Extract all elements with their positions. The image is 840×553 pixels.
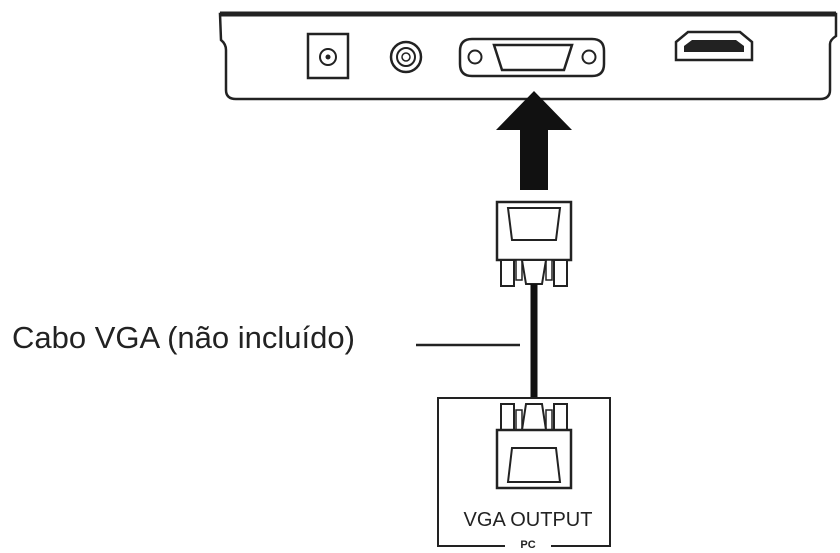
cable-label: Cabo VGA (não incluído) [12, 320, 355, 355]
power-dc-jack-icon [306, 32, 350, 80]
vga-cable-plug-icon [495, 200, 573, 287]
vga-output-label: VGA OUTPUT [463, 509, 593, 531]
insert-arrow-icon [496, 91, 572, 190]
vga-port-icon [458, 37, 606, 78]
audio-jack-icon [389, 40, 423, 74]
pc-label: PC [505, 540, 551, 551]
hdmi-port-icon [674, 30, 754, 62]
pc-vga-plug-icon [495, 403, 573, 490]
